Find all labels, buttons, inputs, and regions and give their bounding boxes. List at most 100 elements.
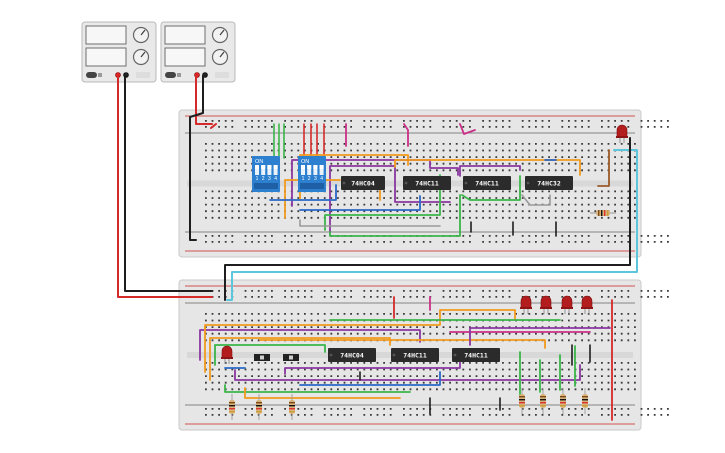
dip-lever[interactable] bbox=[267, 165, 272, 175]
supply-1[interactable] bbox=[81, 21, 157, 83]
knob-pointer bbox=[219, 51, 225, 58]
wire-orange[interactable] bbox=[394, 159, 581, 176]
wire-rail-jumper[interactable] bbox=[210, 123, 217, 129]
switch-mark bbox=[98, 73, 102, 77]
wire-supply-1-positive[interactable] bbox=[117, 75, 213, 298]
wire-orange[interactable] bbox=[209, 337, 391, 381]
slide-switch[interactable] bbox=[283, 354, 299, 361]
wire-purple[interactable] bbox=[459, 165, 521, 177]
chip-body bbox=[463, 176, 511, 190]
chip-body bbox=[403, 176, 451, 190]
dip-lever[interactable] bbox=[273, 165, 278, 175]
wire-purple[interactable] bbox=[234, 364, 581, 381]
dip-base bbox=[300, 183, 324, 189]
wire-green[interactable] bbox=[324, 174, 441, 231]
ic-chip: 74HC11 bbox=[452, 348, 500, 362]
dip-lever-knob bbox=[273, 165, 278, 169]
resistor bbox=[519, 388, 525, 414]
led-output bbox=[540, 295, 552, 314]
wire-purple[interactable] bbox=[284, 359, 461, 375]
wire-brown[interactable] bbox=[597, 149, 610, 187]
chip-notch bbox=[342, 181, 346, 185]
wire-blue[interactable] bbox=[269, 184, 337, 201]
wire-green[interactable] bbox=[329, 194, 461, 237]
resistor-band bbox=[560, 405, 566, 407]
dip-lever[interactable] bbox=[307, 165, 312, 175]
dip-lever[interactable] bbox=[313, 165, 318, 175]
wire-purple[interactable] bbox=[469, 327, 611, 346]
wire-purple[interactable] bbox=[291, 159, 459, 207]
supply-2[interactable] bbox=[160, 21, 236, 83]
wire-green[interactable] bbox=[461, 175, 521, 201]
wire-orange[interactable] bbox=[259, 339, 546, 349]
resistor-band bbox=[519, 396, 525, 398]
chip-notch bbox=[464, 181, 468, 185]
wire-purple[interactable] bbox=[199, 329, 421, 361]
dip-lever[interactable] bbox=[301, 165, 305, 175]
dip-lever-knob bbox=[307, 165, 312, 169]
wire-green[interactable] bbox=[224, 384, 411, 393]
dip-on-label: ON bbox=[301, 159, 309, 165]
led-rim bbox=[221, 357, 233, 359]
resistor-body bbox=[289, 400, 295, 414]
wire-blue[interactable] bbox=[299, 371, 441, 386]
chip-label: 74HC04 bbox=[340, 352, 364, 360]
dip-lever[interactable] bbox=[261, 165, 266, 175]
dip-pin-label: 3 bbox=[314, 176, 317, 182]
resistor-band bbox=[289, 408, 295, 410]
hole-grid bbox=[205, 143, 636, 172]
led-output bbox=[520, 295, 532, 314]
led-rim bbox=[561, 307, 573, 309]
chip-label: 74HC11 bbox=[475, 180, 499, 188]
dip-pin-label: 2 bbox=[308, 176, 311, 182]
power-switch-icon[interactable] bbox=[165, 72, 176, 78]
wire-cyan-link[interactable] bbox=[226, 149, 638, 301]
resistor bbox=[590, 210, 616, 216]
resistor-band bbox=[289, 405, 295, 407]
wire-green[interactable] bbox=[214, 344, 326, 366]
chip-notch bbox=[453, 353, 457, 357]
led-rim bbox=[540, 307, 552, 309]
slide-switch-knob[interactable] bbox=[289, 355, 293, 360]
power-supplies bbox=[81, 21, 236, 83]
resistor-body bbox=[582, 394, 588, 408]
wire-orange[interactable] bbox=[204, 309, 516, 373]
led-top bbox=[616, 124, 628, 143]
led-icon bbox=[520, 295, 532, 309]
dip-lever[interactable] bbox=[319, 165, 324, 175]
resistor-body bbox=[519, 394, 525, 408]
power-switch-icon[interactable] bbox=[86, 72, 97, 78]
wire-black-link[interactable] bbox=[224, 137, 631, 301]
wire-orange[interactable] bbox=[244, 387, 401, 399]
wire-supply-2-positive[interactable] bbox=[195, 75, 213, 125]
wire-gray[interactable] bbox=[299, 219, 441, 227]
wire-supply-1-negative[interactable] bbox=[124, 75, 213, 292]
resistor-band bbox=[229, 408, 235, 410]
wire-magenta[interactable] bbox=[459, 123, 476, 135]
resistor-band bbox=[582, 402, 588, 404]
dip-lever-knob bbox=[301, 165, 305, 169]
ic-chip: 74HC32 bbox=[525, 176, 573, 190]
jumper-wires bbox=[117, 75, 638, 421]
slide-switch[interactable] bbox=[254, 354, 270, 361]
led-icon bbox=[616, 124, 628, 138]
dip-base bbox=[254, 183, 278, 189]
dip-lever-knob bbox=[319, 165, 324, 169]
resistor-band bbox=[540, 399, 546, 401]
resistor-band bbox=[519, 399, 525, 401]
resistor-band bbox=[601, 210, 603, 216]
wire-blue[interactable] bbox=[299, 195, 421, 211]
slide-switch-knob[interactable] bbox=[260, 355, 264, 360]
wire-magenta[interactable] bbox=[403, 123, 409, 147]
knob-pointer bbox=[140, 51, 146, 58]
resistor-band bbox=[540, 396, 546, 398]
current-display bbox=[164, 47, 206, 67]
wire-supply-2-negative[interactable] bbox=[189, 75, 204, 241]
ic-chip: 74HC11 bbox=[391, 348, 439, 362]
dip-lever[interactable] bbox=[255, 165, 259, 175]
current-display bbox=[85, 47, 127, 67]
chip-notch bbox=[392, 353, 396, 357]
wire-gray[interactable] bbox=[521, 194, 551, 206]
